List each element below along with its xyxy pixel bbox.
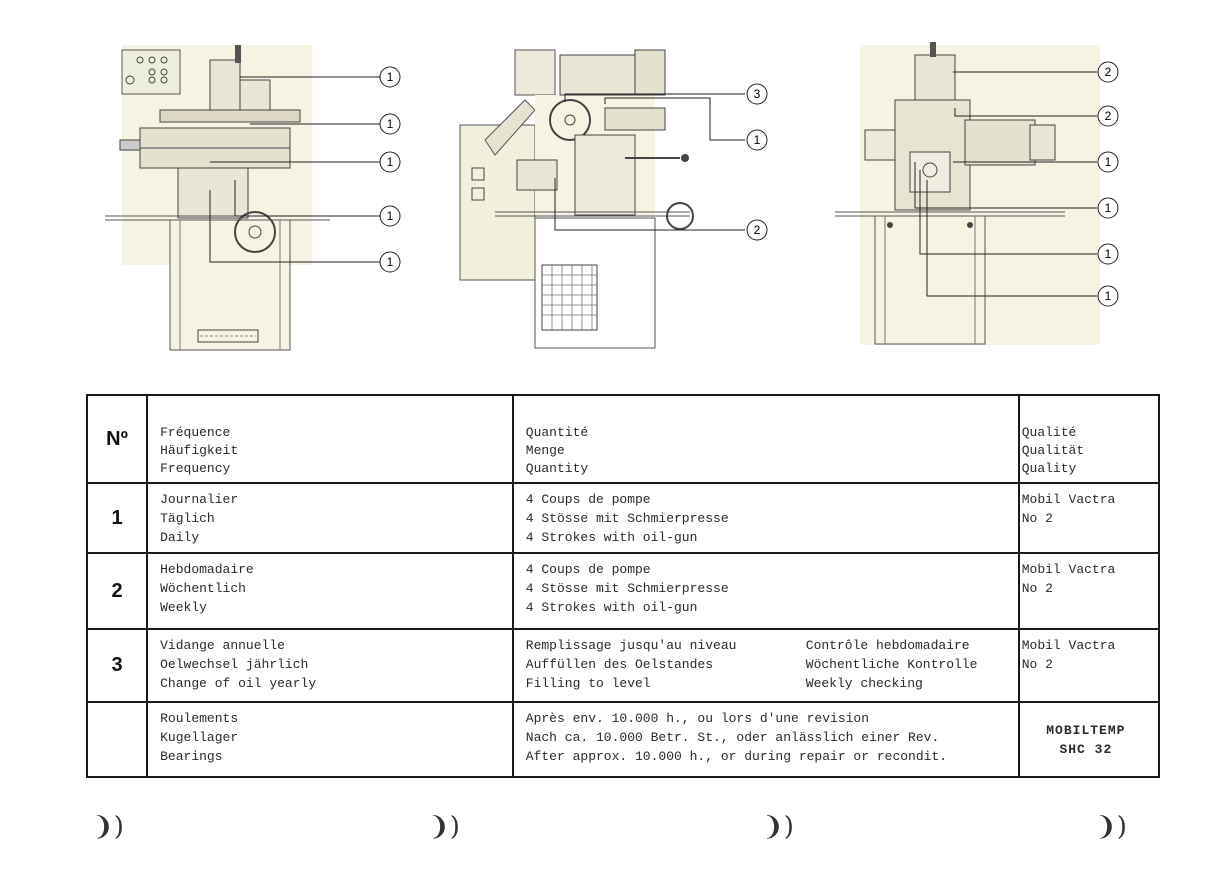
quantity-left-en: Filling to level [525, 676, 651, 691]
frequency-cell: Vidange annuelle Oelwechsel jährlich Cha… [146, 628, 514, 703]
row-number: 1 [85, 482, 149, 554]
quantity-right-en: Weekly checking [805, 676, 923, 691]
header-no-label: Nº [106, 427, 128, 450]
callout-label: 2 [1105, 109, 1112, 123]
callout-label: 1 [387, 255, 394, 269]
frequency-de: Wöchentlich [160, 581, 246, 596]
lubrication-table: Nº Fréquence Häufigkeit Frequency Quanti… [85, 394, 1161, 778]
header-frequency-en: Frequency [160, 461, 231, 476]
callout-label: 1 [387, 209, 394, 223]
callout-label: 1 [387, 117, 394, 131]
binder-mark: ❩) [428, 812, 460, 842]
header-quality-fr: Qualité [1021, 425, 1077, 440]
binder-mark: ❩) [762, 812, 794, 842]
quantity-cell: Remplissage jusqu'au niveau Auffüllen de… [511, 628, 1020, 703]
callout-label: 1 [754, 133, 761, 147]
row-number: 3 [85, 628, 149, 703]
header-no-cell: Nº [85, 394, 149, 484]
frequency-en: Bearings [160, 749, 223, 764]
header-frequency-cell: Fréquence Häufigkeit Frequency [146, 394, 514, 484]
frequency-en: Daily [160, 530, 200, 545]
frequency-fr: Hebdomadaire [160, 562, 254, 577]
frequency-fr: Journalier [160, 492, 239, 507]
frequency-cell: Journalier Täglich Daily [146, 482, 514, 554]
header-quantity-fr: Quantité [525, 425, 589, 440]
frequency-de: Kugellager [160, 730, 239, 745]
binder-marks: ❩) ❩) ❩) ❩) [0, 812, 1230, 852]
callout-label: 2 [1105, 65, 1112, 79]
frequency-en: Change of oil yearly [160, 676, 317, 691]
row-number: 2 [85, 552, 149, 630]
binder-mark: ❩) [1095, 812, 1127, 842]
quality-grade: No 2 [1021, 511, 1053, 526]
quantity-left-fr: Remplissage jusqu'au niveau [525, 638, 737, 653]
quality-grade: SHC 32 [1059, 742, 1113, 757]
machine-rear-view-figure: 2 2 1 1 1 1 [835, 40, 1125, 355]
quality-grade: No 2 [1021, 581, 1053, 596]
header-quantity-cell: Quantité Menge Quantity [511, 394, 1020, 484]
quality-cell: Mobil Vactra No 2 [1017, 552, 1161, 630]
header-frequency-de: Häufigkeit [160, 443, 239, 458]
quantity-de: Nach ca. 10.000 Betr. St., oder anlässli… [525, 730, 940, 745]
frequency-cell: Roulements Kugellager Bearings [146, 701, 514, 778]
quantity-fr: 4 Coups de pompe [525, 562, 651, 577]
table-header-row: Nº Fréquence Häufigkeit Frequency Quanti… [85, 394, 1161, 484]
quantity-en: After approx. 10.000 h., or during repai… [525, 749, 948, 764]
callout-label: 1 [1105, 155, 1112, 169]
quality-cell: MOBILTEMP SHC 32 [1017, 701, 1161, 778]
quantity-fr: 4 Coups de pompe [525, 492, 651, 507]
machine-side-view-figure: 3 1 2 [455, 40, 780, 355]
frequency-en: Weekly [160, 600, 207, 615]
callout-label: 1 [387, 155, 394, 169]
header-quality-cell: Qualité Qualität Quality [1017, 394, 1161, 484]
callout-label: 1 [1105, 247, 1112, 261]
frequency-cell: Hebdomadaire Wöchentlich Weekly [146, 552, 514, 630]
table-row: Roulements Kugellager Bearings Après env… [85, 701, 1161, 778]
header-quantity-de: Menge [525, 443, 565, 458]
table-row: 2 Hebdomadaire Wöchentlich Weekly 4 Coup… [85, 552, 1161, 630]
quantity-de: 4 Stösse mit Schmierpresse [525, 511, 729, 526]
quantity-de: 4 Stösse mit Schmierpresse [525, 581, 729, 596]
quality-grade: No 2 [1021, 657, 1053, 672]
table-row: 1 Journalier Täglich Daily 4 Coups de po… [85, 482, 1161, 554]
callout-label: 3 [754, 87, 761, 101]
quantity-en: 4 Strokes with oil-gun [525, 530, 698, 545]
callout-label: 1 [387, 70, 394, 84]
callout-label: 1 [1105, 201, 1112, 215]
quantity-cell: 4 Coups de pompe 4 Stösse mit Schmierpre… [511, 482, 1020, 554]
table-row: 3 Vidange annuelle Oelwechsel jährlich C… [85, 628, 1161, 703]
machine-front-view-figure: 1 1 1 1 1 [100, 40, 410, 355]
quantity-fr: Après env. 10.000 h., ou lors d'une revi… [525, 711, 870, 726]
quality-cell: Mobil Vactra No 2 [1017, 628, 1161, 703]
quality-cell: Mobil Vactra No 2 [1017, 482, 1161, 554]
header-quality-de: Qualität [1021, 443, 1085, 458]
quality-name: Mobil Vactra [1021, 562, 1116, 577]
quantity-right-fr: Contrôle hebdomadaire [805, 638, 970, 653]
header-quantity-en: Quantity [525, 461, 589, 476]
frequency-de: Täglich [160, 511, 215, 526]
header-quality-en: Quality [1021, 461, 1077, 476]
binder-mark: ❩) [92, 812, 124, 842]
quantity-left-de: Auffüllen des Oelstandes [525, 657, 714, 672]
quantity-cell: Après env. 10.000 h., ou lors d'une revi… [511, 701, 1020, 778]
quantity-right-de: Wöchentliche Kontrolle [805, 657, 978, 672]
quantity-cell: 4 Coups de pompe 4 Stösse mit Schmierpre… [511, 552, 1020, 630]
frequency-de: Oelwechsel jährlich [160, 657, 309, 672]
frequency-fr: Roulements [160, 711, 239, 726]
header-frequency-fr: Fréquence [160, 425, 231, 440]
quality-name: Mobil Vactra [1021, 492, 1116, 507]
callout-label: 1 [1105, 289, 1112, 303]
quality-name: MOBILTEMP [1046, 723, 1126, 738]
row-number [85, 701, 149, 778]
quality-name: Mobil Vactra [1021, 638, 1116, 653]
callout-label: 2 [754, 223, 761, 237]
quantity-en: 4 Strokes with oil-gun [525, 600, 698, 615]
frequency-fr: Vidange annuelle [160, 638, 285, 653]
